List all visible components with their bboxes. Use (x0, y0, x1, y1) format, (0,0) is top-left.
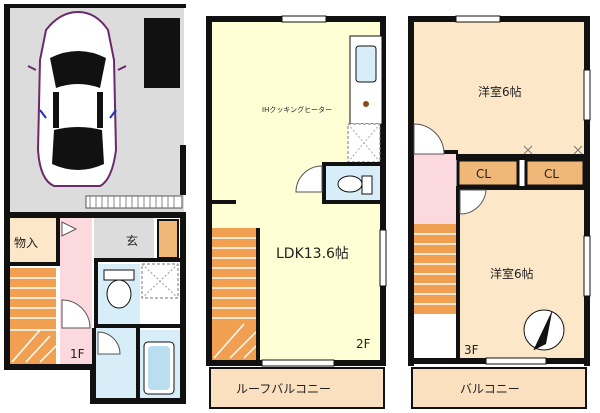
balcony (411, 367, 587, 409)
balcony-label: バルコニー (460, 382, 520, 396)
wall (380, 16, 386, 366)
bedroom-upper-label: 洋室6帖 (478, 84, 522, 99)
wall (322, 200, 382, 204)
wall (4, 212, 186, 218)
compass-icon (523, 309, 565, 351)
door-swing (459, 189, 487, 215)
wall (56, 218, 60, 266)
window (261, 359, 335, 367)
bedroom-upper (414, 22, 586, 154)
floor-2: IHクッキングヒーター LDK13.6帖 2F ルーフバルコニー (206, 15, 387, 409)
wall (90, 328, 96, 404)
closet-doors (523, 145, 583, 155)
stairs-1f (10, 268, 57, 364)
shoe-cabinet (157, 219, 179, 259)
window (379, 229, 387, 287)
sink-icon (355, 45, 377, 83)
laundry-cross (141, 263, 179, 299)
ih-heater-label: IHクッキングヒーター (262, 105, 332, 114)
bathtub-icon (143, 341, 175, 395)
wall (408, 16, 414, 366)
bedroom-lower (458, 190, 586, 358)
wall (4, 212, 10, 370)
door-swing (295, 165, 323, 193)
window (455, 15, 501, 23)
floor-3-label: 3F (464, 343, 479, 357)
hall-1f (60, 218, 92, 364)
floor-1-label: 1F (70, 347, 85, 361)
wall (212, 200, 236, 204)
door-swing (413, 123, 445, 155)
storage-label: 物入 (14, 236, 38, 250)
entrance-label: 玄 (126, 233, 138, 248)
window (583, 235, 591, 297)
wall (456, 154, 588, 160)
stairs-3f (414, 224, 456, 314)
closet-right-label: CL (544, 167, 559, 181)
ldk-label: LDK13.6帖 (276, 246, 349, 262)
wall (584, 16, 590, 366)
wall (10, 262, 60, 266)
storage-room (10, 218, 56, 264)
wall (322, 162, 326, 204)
wall (4, 4, 10, 214)
floor-3: CL CL 洋室6帖 洋室6帖 3F (408, 15, 591, 409)
closet-left (456, 158, 520, 188)
wall (180, 218, 186, 404)
parking-pillar (144, 18, 180, 88)
roof-balcony (209, 367, 385, 409)
wall (94, 324, 184, 328)
roof-balcony-label: ルーフバルコニー (236, 382, 331, 396)
car-icon (27, 10, 127, 187)
toilet-icon (337, 175, 373, 195)
wall (456, 186, 460, 358)
toilet-icon (103, 269, 135, 309)
floor-2-label: 2F (356, 337, 371, 351)
pantry-cross (347, 123, 381, 163)
stairs-2f (212, 228, 260, 360)
closet-left-label: CL (476, 167, 491, 181)
entrance-step (94, 258, 180, 262)
wall (4, 4, 186, 8)
floor-1: 物入 玄 1F (4, 4, 186, 404)
wall (322, 162, 382, 166)
door-swing (61, 221, 78, 237)
door-swing (97, 331, 121, 355)
wall (206, 16, 212, 366)
wall (90, 398, 186, 404)
wall (456, 186, 588, 190)
wall (180, 145, 186, 195)
window (583, 69, 591, 121)
wall (136, 328, 140, 400)
parking-edge (85, 195, 183, 209)
window (485, 357, 547, 365)
door-swing (61, 299, 91, 329)
bedroom-lower-label: 洋室6帖 (490, 266, 534, 281)
wall (94, 262, 98, 328)
window (281, 15, 327, 23)
stove-icon (363, 101, 369, 107)
wall (4, 364, 94, 370)
entrance (94, 218, 154, 260)
